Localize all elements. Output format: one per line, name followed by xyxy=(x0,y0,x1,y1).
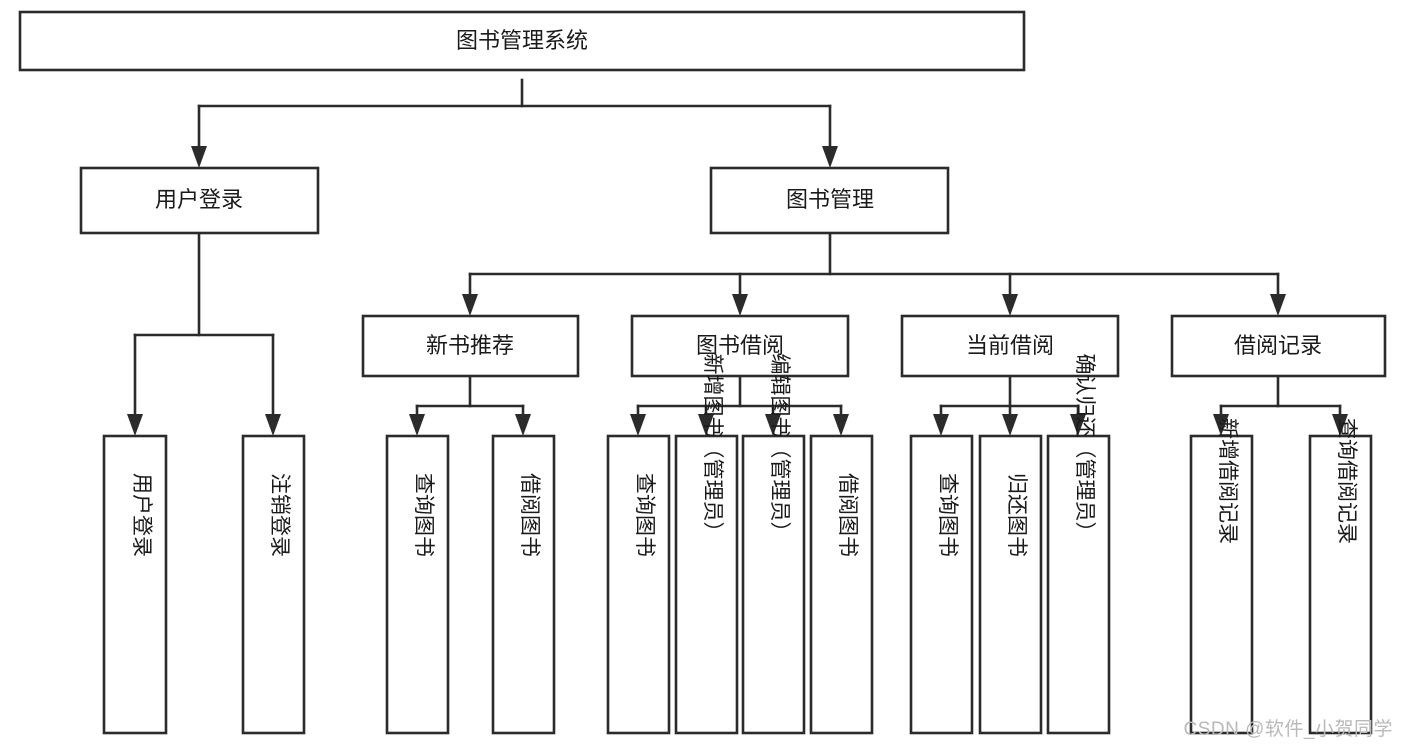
node-leaf-query-book-3[interactable]: 查询图书 xyxy=(909,434,974,735)
node-leaf-borrow-book-2[interactable]: 借阅图书 xyxy=(809,434,874,735)
arrow-to-leaf-add-book xyxy=(698,414,714,436)
node-leaf-confirm-return-label: 确认归还（管理员） xyxy=(1073,354,1096,543)
node-leaf-borrow-book-1-box[interactable] xyxy=(491,434,556,735)
node-leaf-add-book[interactable]: 新增图书（管理员） xyxy=(674,354,739,735)
connector-group-root-to-level2 xyxy=(191,78,838,168)
arrow-to-leaf-user-login xyxy=(127,414,143,436)
node-leaf-user-login[interactable]: 用户登录 xyxy=(102,434,168,735)
node-leaf-borrow-book-2-label: 借阅图书 xyxy=(836,473,859,557)
node-leaf-user-logout-box[interactable] xyxy=(241,434,306,735)
node-leaf-query-book-3-label: 查询图书 xyxy=(936,473,959,557)
node-leaf-return-book-label: 归还图书 xyxy=(1005,473,1028,557)
node-leaf-edit-book[interactable]: 编辑图书（管理员） xyxy=(741,354,806,735)
node-new-book-rec-box[interactable] xyxy=(361,314,580,378)
node-leaf-query-book-2-box[interactable] xyxy=(606,434,671,735)
arrow-to-book-manage xyxy=(822,146,838,168)
node-leaf-query-book-2[interactable]: 查询图书 xyxy=(606,434,671,735)
node-leaf-query-book-1-label: 查询图书 xyxy=(412,473,435,557)
node-leaf-query-book-2-label: 查询图书 xyxy=(633,473,656,557)
node-new-book-rec[interactable]: 新书推荐 xyxy=(361,314,580,378)
node-book-manage[interactable]: 图书管理 xyxy=(709,166,950,235)
node-borrow-record-box[interactable] xyxy=(1170,314,1387,378)
connector-group-new-book-rec-children xyxy=(409,374,531,436)
node-book-manage-label: 图书管理 xyxy=(786,187,874,212)
arrow-to-leaf-return-book xyxy=(1002,414,1018,436)
node-book-manage-box[interactable] xyxy=(709,166,950,235)
node-leaf-add-book-label: 新增图书（管理员） xyxy=(701,354,724,543)
node-leaf-return-book[interactable]: 归还图书 xyxy=(978,434,1043,735)
node-leaf-query-book-3-box[interactable] xyxy=(909,434,974,735)
node-leaf-return-book-box[interactable] xyxy=(978,434,1043,735)
arrow-to-leaf-add-record xyxy=(1213,414,1229,436)
node-leaf-edit-book-box[interactable] xyxy=(741,434,806,735)
node-leaf-confirm-return-box[interactable] xyxy=(1046,434,1111,735)
arrow-to-leaf-query-book-1 xyxy=(409,414,425,436)
connector-group-current-borrow-children xyxy=(933,374,1086,436)
arrow-to-leaf-user-logout xyxy=(265,414,281,436)
node-new-book-rec-label: 新书推荐 xyxy=(426,333,514,358)
node-book-borrow[interactable]: 图书借阅 xyxy=(630,314,850,378)
arrow-to-new-book-rec xyxy=(462,294,478,316)
arrow-to-leaf-edit-book xyxy=(765,414,781,436)
node-leaf-borrow-book-2-box[interactable] xyxy=(809,434,874,735)
arrow-to-leaf-query-book-2 xyxy=(630,414,646,436)
node-book-borrow-label: 图书借阅 xyxy=(696,333,784,358)
node-leaf-add-book-box[interactable] xyxy=(674,434,739,735)
node-leaf-edit-book-label: 编辑图书（管理员） xyxy=(768,354,791,543)
arrow-to-book-borrow xyxy=(732,294,748,316)
node-root-label: 图书管理系统 xyxy=(456,28,588,53)
node-leaf-query-book-1-box[interactable] xyxy=(385,434,450,735)
node-user-login-label: 用户登录 xyxy=(155,187,243,212)
node-root[interactable]: 图书管理系统 xyxy=(18,10,1026,72)
arrow-to-leaf-borrow-book-2 xyxy=(833,414,849,436)
node-leaf-user-logout[interactable]: 注销登录 xyxy=(241,434,306,735)
node-book-borrow-box[interactable] xyxy=(630,314,850,378)
arrow-to-leaf-borrow-book-1 xyxy=(515,414,531,436)
arrow-to-leaf-query-record xyxy=(1332,414,1348,436)
node-leaf-add-record[interactable]: 新增借阅记录 xyxy=(1189,418,1254,735)
node-leaf-user-login-label: 用户登录 xyxy=(130,473,153,557)
node-current-borrow-label: 当前借阅 xyxy=(966,333,1054,358)
arrow-to-leaf-query-book-3 xyxy=(933,414,949,436)
node-user-login[interactable]: 用户登录 xyxy=(79,166,320,235)
arrow-to-current-borrow xyxy=(1002,294,1018,316)
arrow-to-leaf-confirm-return xyxy=(1070,414,1086,436)
node-leaf-borrow-book-1[interactable]: 借阅图书 xyxy=(491,434,556,735)
arrow-to-user-login xyxy=(191,146,207,168)
node-leaf-add-record-box[interactable] xyxy=(1189,434,1254,735)
arrow-to-borrow-record xyxy=(1270,294,1286,316)
node-leaf-user-login-box[interactable] xyxy=(102,434,168,735)
csdn-watermark: CSDN @软件_小贺同学 xyxy=(1183,719,1393,740)
node-leaf-borrow-book-1-label: 借阅图书 xyxy=(518,473,541,557)
node-current-borrow[interactable]: 当前借阅 xyxy=(900,314,1120,378)
node-leaf-query-record-label: 查询借阅记录 xyxy=(1335,418,1358,544)
node-current-borrow-box[interactable] xyxy=(900,314,1120,378)
node-borrow-record-label: 借阅记录 xyxy=(1234,333,1322,358)
node-leaf-query-book-1[interactable]: 查询图书 xyxy=(385,434,450,735)
node-leaf-query-record-box[interactable] xyxy=(1308,434,1373,735)
node-leaf-add-record-label: 新增借阅记录 xyxy=(1216,418,1239,544)
connector-group-borrow-record-children xyxy=(1213,374,1348,436)
node-user-login-box[interactable] xyxy=(79,166,320,235)
node-borrow-record[interactable]: 借阅记录 xyxy=(1170,314,1387,378)
node-leaf-confirm-return[interactable]: 确认归还（管理员） xyxy=(1046,354,1111,735)
node-leaf-query-record[interactable]: 查询借阅记录 xyxy=(1308,418,1373,735)
connector-group-book-borrow-children xyxy=(630,374,849,436)
node-root-box[interactable] xyxy=(18,10,1026,72)
node-leaf-user-logout-label: 注销登录 xyxy=(268,473,291,557)
connector-group-user-login-children xyxy=(127,231,281,436)
connector-group-book-manage-children xyxy=(462,231,1286,316)
